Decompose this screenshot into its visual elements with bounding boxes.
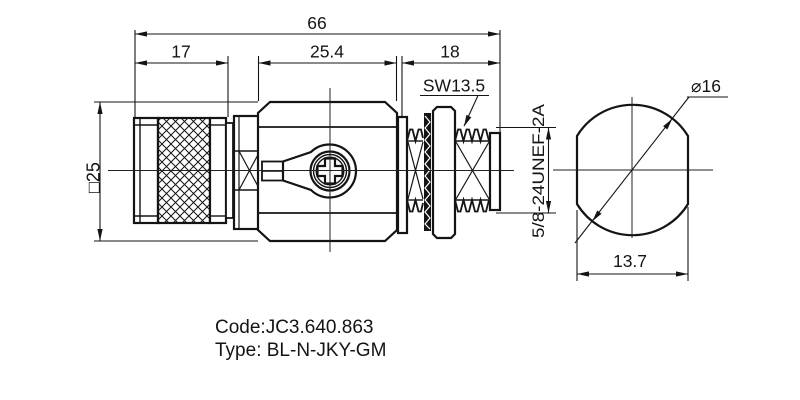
dim-across-flats: 13.7 xyxy=(576,207,689,281)
end-cylinder xyxy=(488,131,502,212)
dim-text-25-4: 25.4 xyxy=(310,42,344,62)
diameter-arrow-up xyxy=(663,118,673,130)
end-view xyxy=(553,96,713,244)
dim-text-13-7: 13.7 xyxy=(613,251,647,271)
dim-text-18: 18 xyxy=(440,42,459,62)
dim-text-square25: □25 xyxy=(84,162,104,193)
phillips-cross-icon xyxy=(316,157,344,185)
label-wrench-size: SW13.5 xyxy=(420,76,489,127)
flange xyxy=(396,115,409,235)
dim-body-length: 25.4 xyxy=(257,42,398,101)
dim-text-dia16: ⌀16 xyxy=(691,76,721,96)
lock-washer xyxy=(424,113,431,231)
dimensions: 66 17 25.4 18 □25 SW13.5 xyxy=(84,13,728,281)
side-view xyxy=(108,88,514,252)
dim-text-66: 66 xyxy=(307,13,326,33)
dim-mount-thread: 5/8-24UNEF-2A xyxy=(496,103,556,238)
dim-rear-length: 18 xyxy=(401,42,500,116)
note-code: Code:JC3.640.863 xyxy=(215,317,373,338)
dim-text-thread-spec: 5/8-24UNEF-2A xyxy=(529,103,548,238)
hex-nut xyxy=(431,105,457,240)
spacer-section xyxy=(232,114,262,231)
leader-arrow xyxy=(464,114,472,127)
notes: Code:JC3.640.863 Type: BL-N-JKY-GM xyxy=(215,317,386,361)
bulkhead-rear xyxy=(396,105,502,240)
note-type: Type: BL-N-JKY-GM xyxy=(215,340,386,361)
dim-text-17: 17 xyxy=(171,42,190,62)
dim-overall-length: 66 xyxy=(134,13,501,132)
dim-text-sw13-5: SW13.5 xyxy=(423,76,485,96)
dim-end-diameter: ⌀16 xyxy=(687,76,728,98)
dim-body-square: □25 xyxy=(84,101,258,242)
dim-nut-length: 17 xyxy=(135,42,229,117)
diameter-arrow-down xyxy=(592,210,602,222)
